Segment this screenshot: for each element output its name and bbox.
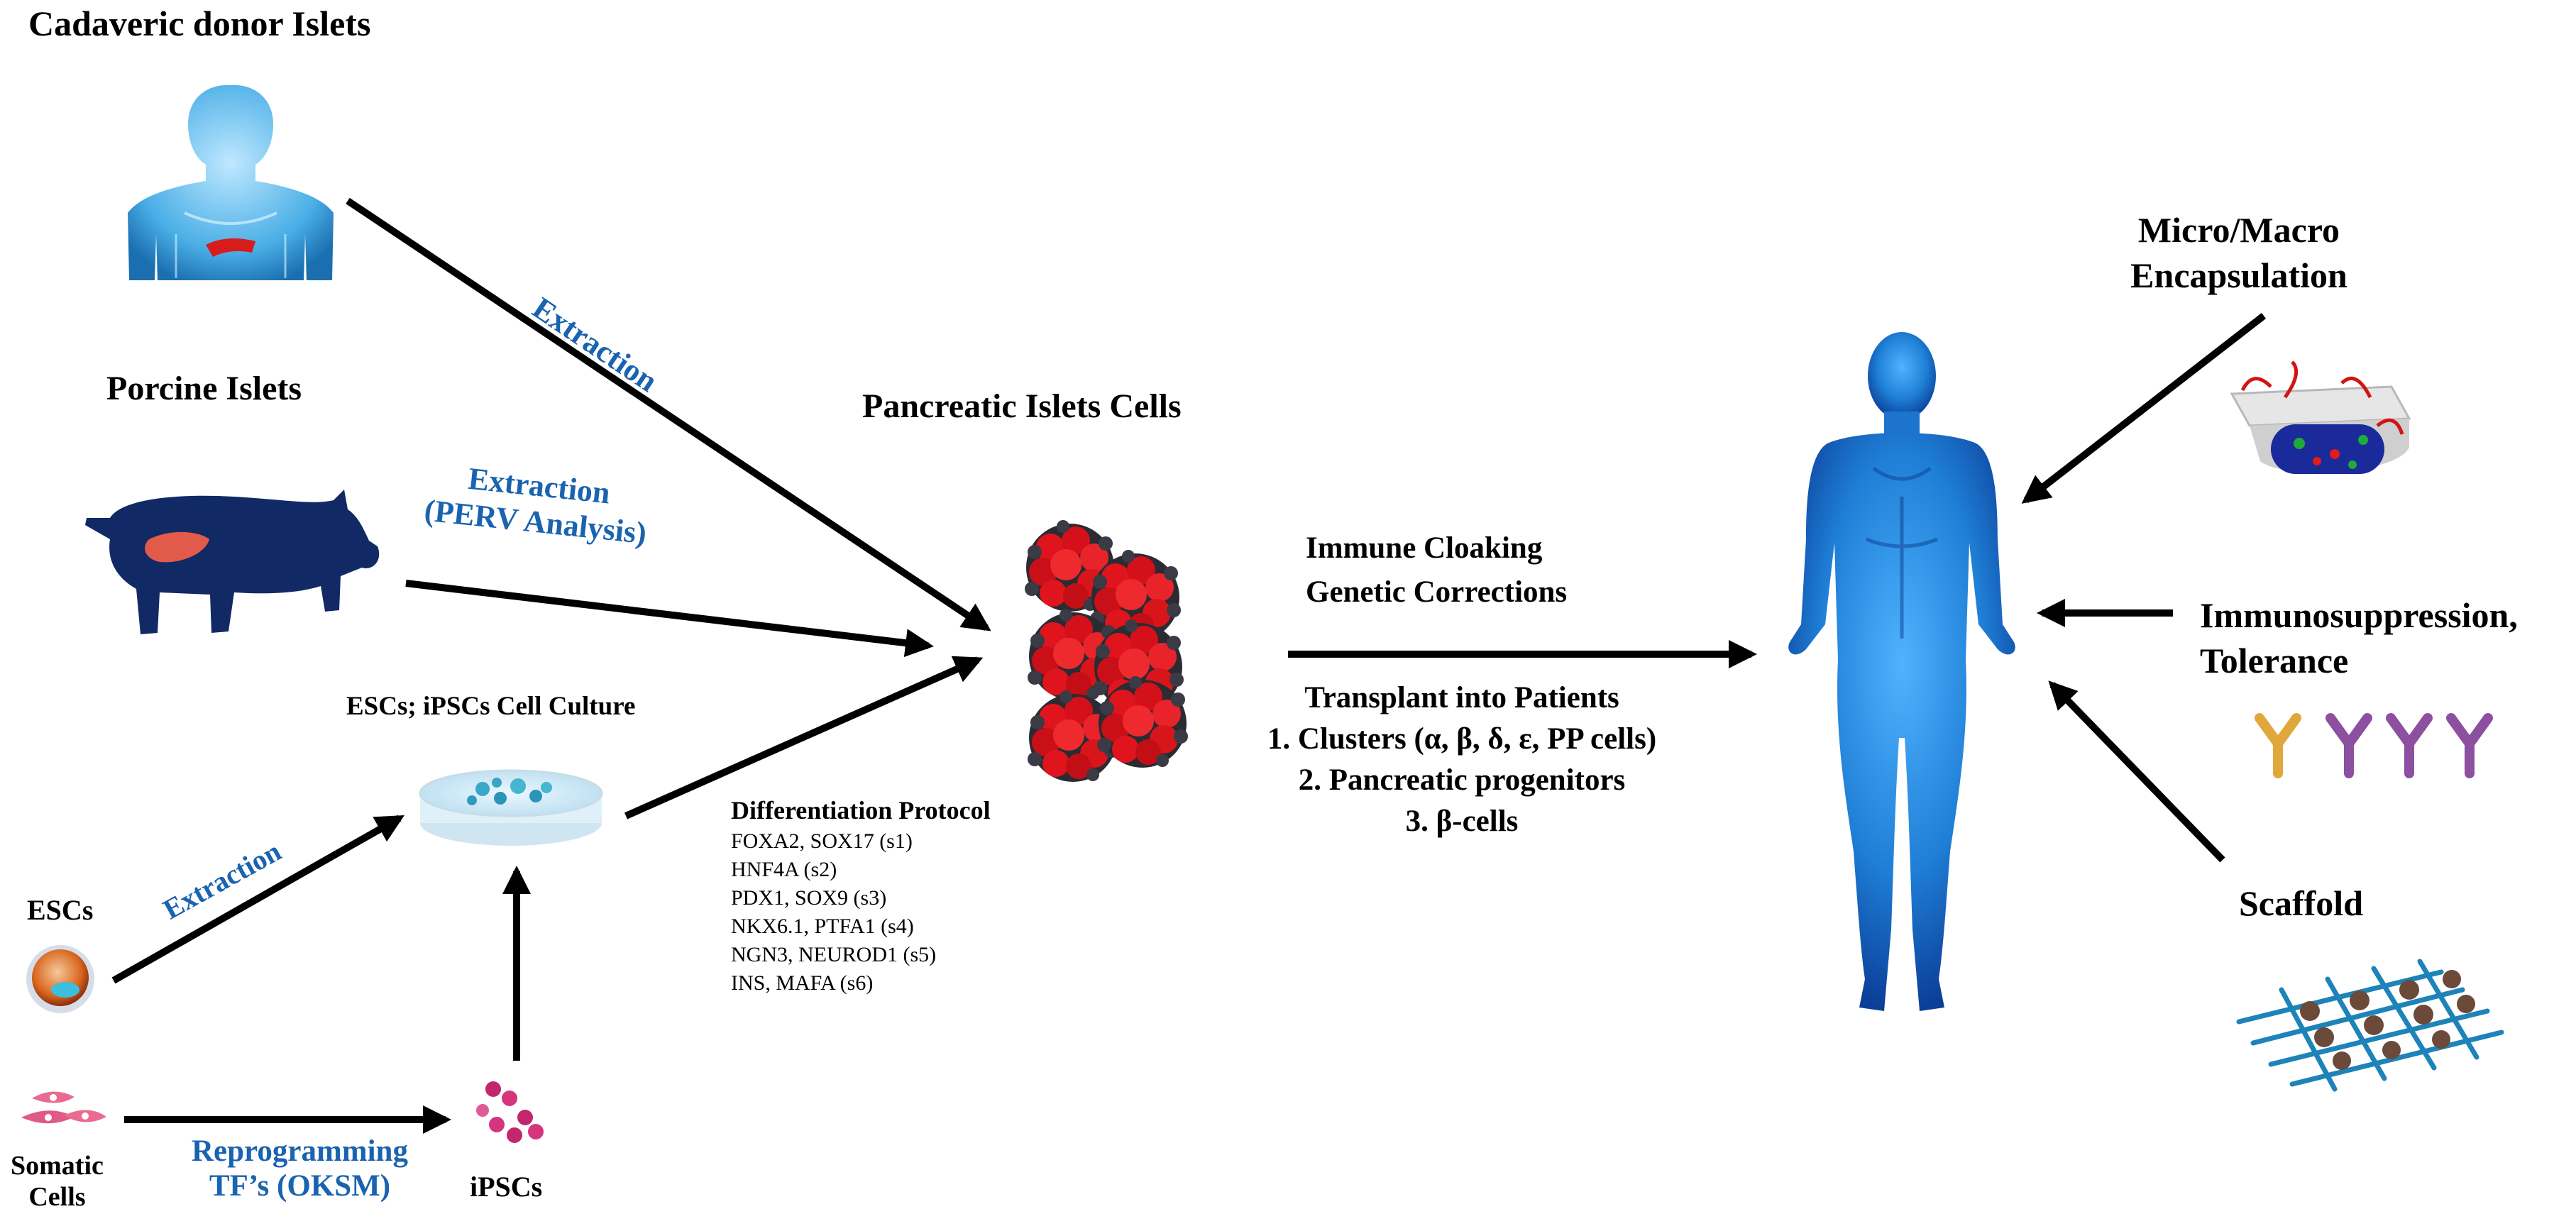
transplant-title: Transplant into Patients [1304,681,1619,714]
pig-icon [85,490,380,634]
protocol-step: FOXA2, SOX17 (s1) [731,829,913,853]
transplant-item: 1. Clusters (α, β, δ, ε, PP cells) [1267,722,1657,756]
protocol-step: INS, MAFA (s6) [731,971,874,995]
scaffold-mesh-icon [2236,959,2504,1092]
somatic-cells-icon [21,1091,106,1124]
arrow-scaffold-to-patient [2048,680,2225,863]
esc-cell-icon [26,945,94,1013]
differentiation-protocol: Differentiation Protocol FOXA2, SOX17 (s… [731,793,991,998]
antibody-icon [2259,718,2488,773]
human-torso-icon [128,84,334,280]
protocol-step: NGN3, NEUROD1 (s5) [731,943,937,966]
immunosuppression-label: Immunosuppression,Tolerance [2200,595,2518,680]
transplant-item: 2. Pancreatic progenitors [1298,763,1626,797]
islet-clusters-icon [1025,520,1188,782]
protocol-step: NKX6.1, PTFA1 (s4) [731,915,914,938]
transplant-item: 3. β-cells [1405,805,1519,838]
human-body-icon [1788,332,2015,1011]
cadaveric-title: Cadaveric donor Islets [28,4,371,43]
scaffold-label: Scaffold [2239,883,2363,923]
protocol-step: PDX1, SOX9 (s3) [731,886,887,910]
ipsc-cells-icon [476,1081,544,1143]
protocol-step: HNF4A (s2) [731,858,837,881]
esc-ipsc-culture-title: ESCs; iPSCs Cell Culture [346,692,636,721]
pancreatic-islets-title: Pancreatic Islets Cells [862,387,1182,425]
transplant-block: Transplant into Patients 1. Clusters (α,… [1213,678,1710,842]
arrow-culture-to-islets [624,656,984,819]
arrow-esc-to-culture [111,815,404,984]
encapsulation-device-icon [2230,360,2411,474]
petri-dish-icon [419,769,603,846]
arrow-porcine-to-islets [405,580,934,658]
protocol-title: Differentiation Protocol [731,796,991,824]
ipscs-label: iPSCs [470,1171,543,1203]
arrow-encapsulation-to-patient [2021,313,2267,504]
escs-label: ESCs [27,894,94,926]
arrow-cadaveric-to-islets [346,197,991,631]
porcine-title: Porcine Islets [106,370,302,407]
